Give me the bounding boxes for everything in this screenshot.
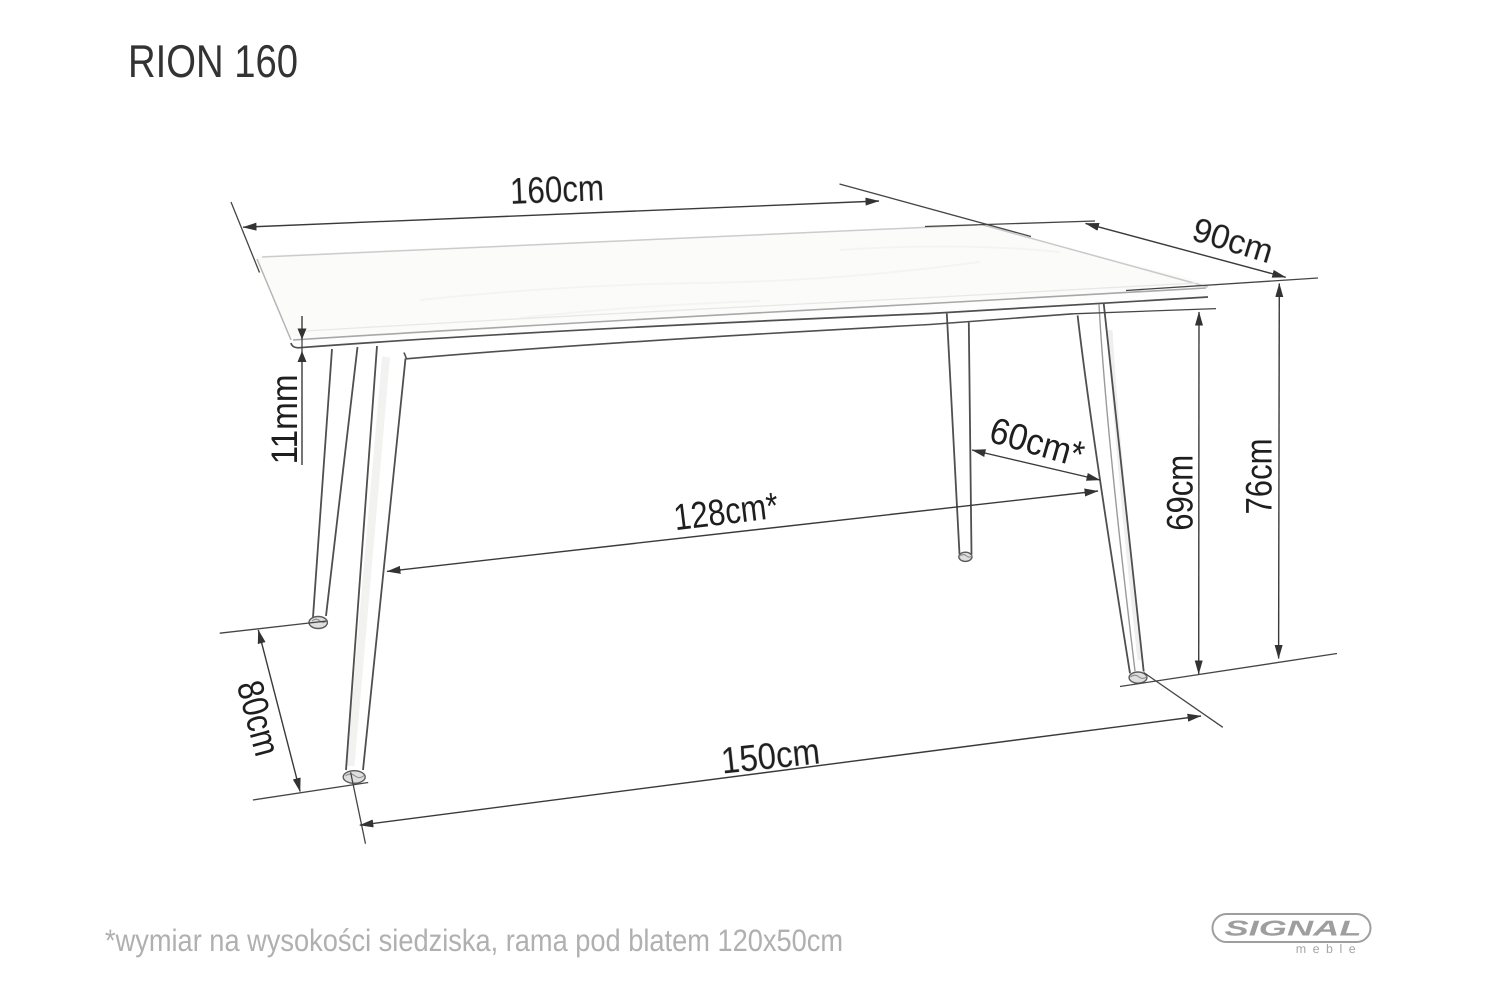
svg-text:69cm: 69cm	[1160, 455, 1201, 531]
svg-text:*wymiar na wysokości siedziska: *wymiar na wysokości siedziska, rama pod…	[105, 923, 843, 958]
svg-text:160cm: 160cm	[509, 167, 605, 212]
svg-text:meble: meble	[1296, 942, 1356, 956]
svg-text:SIGNAL: SIGNAL	[1225, 917, 1362, 941]
svg-text:80cm: 80cm	[229, 676, 288, 760]
svg-text:76cm: 76cm	[1239, 439, 1280, 515]
svg-text:11mm: 11mm	[264, 374, 305, 464]
svg-text:128cm*: 128cm*	[671, 485, 780, 538]
svg-text:90cm: 90cm	[1188, 211, 1278, 271]
svg-text:RION 160: RION 160	[128, 35, 298, 87]
svg-text:150cm: 150cm	[719, 730, 822, 781]
